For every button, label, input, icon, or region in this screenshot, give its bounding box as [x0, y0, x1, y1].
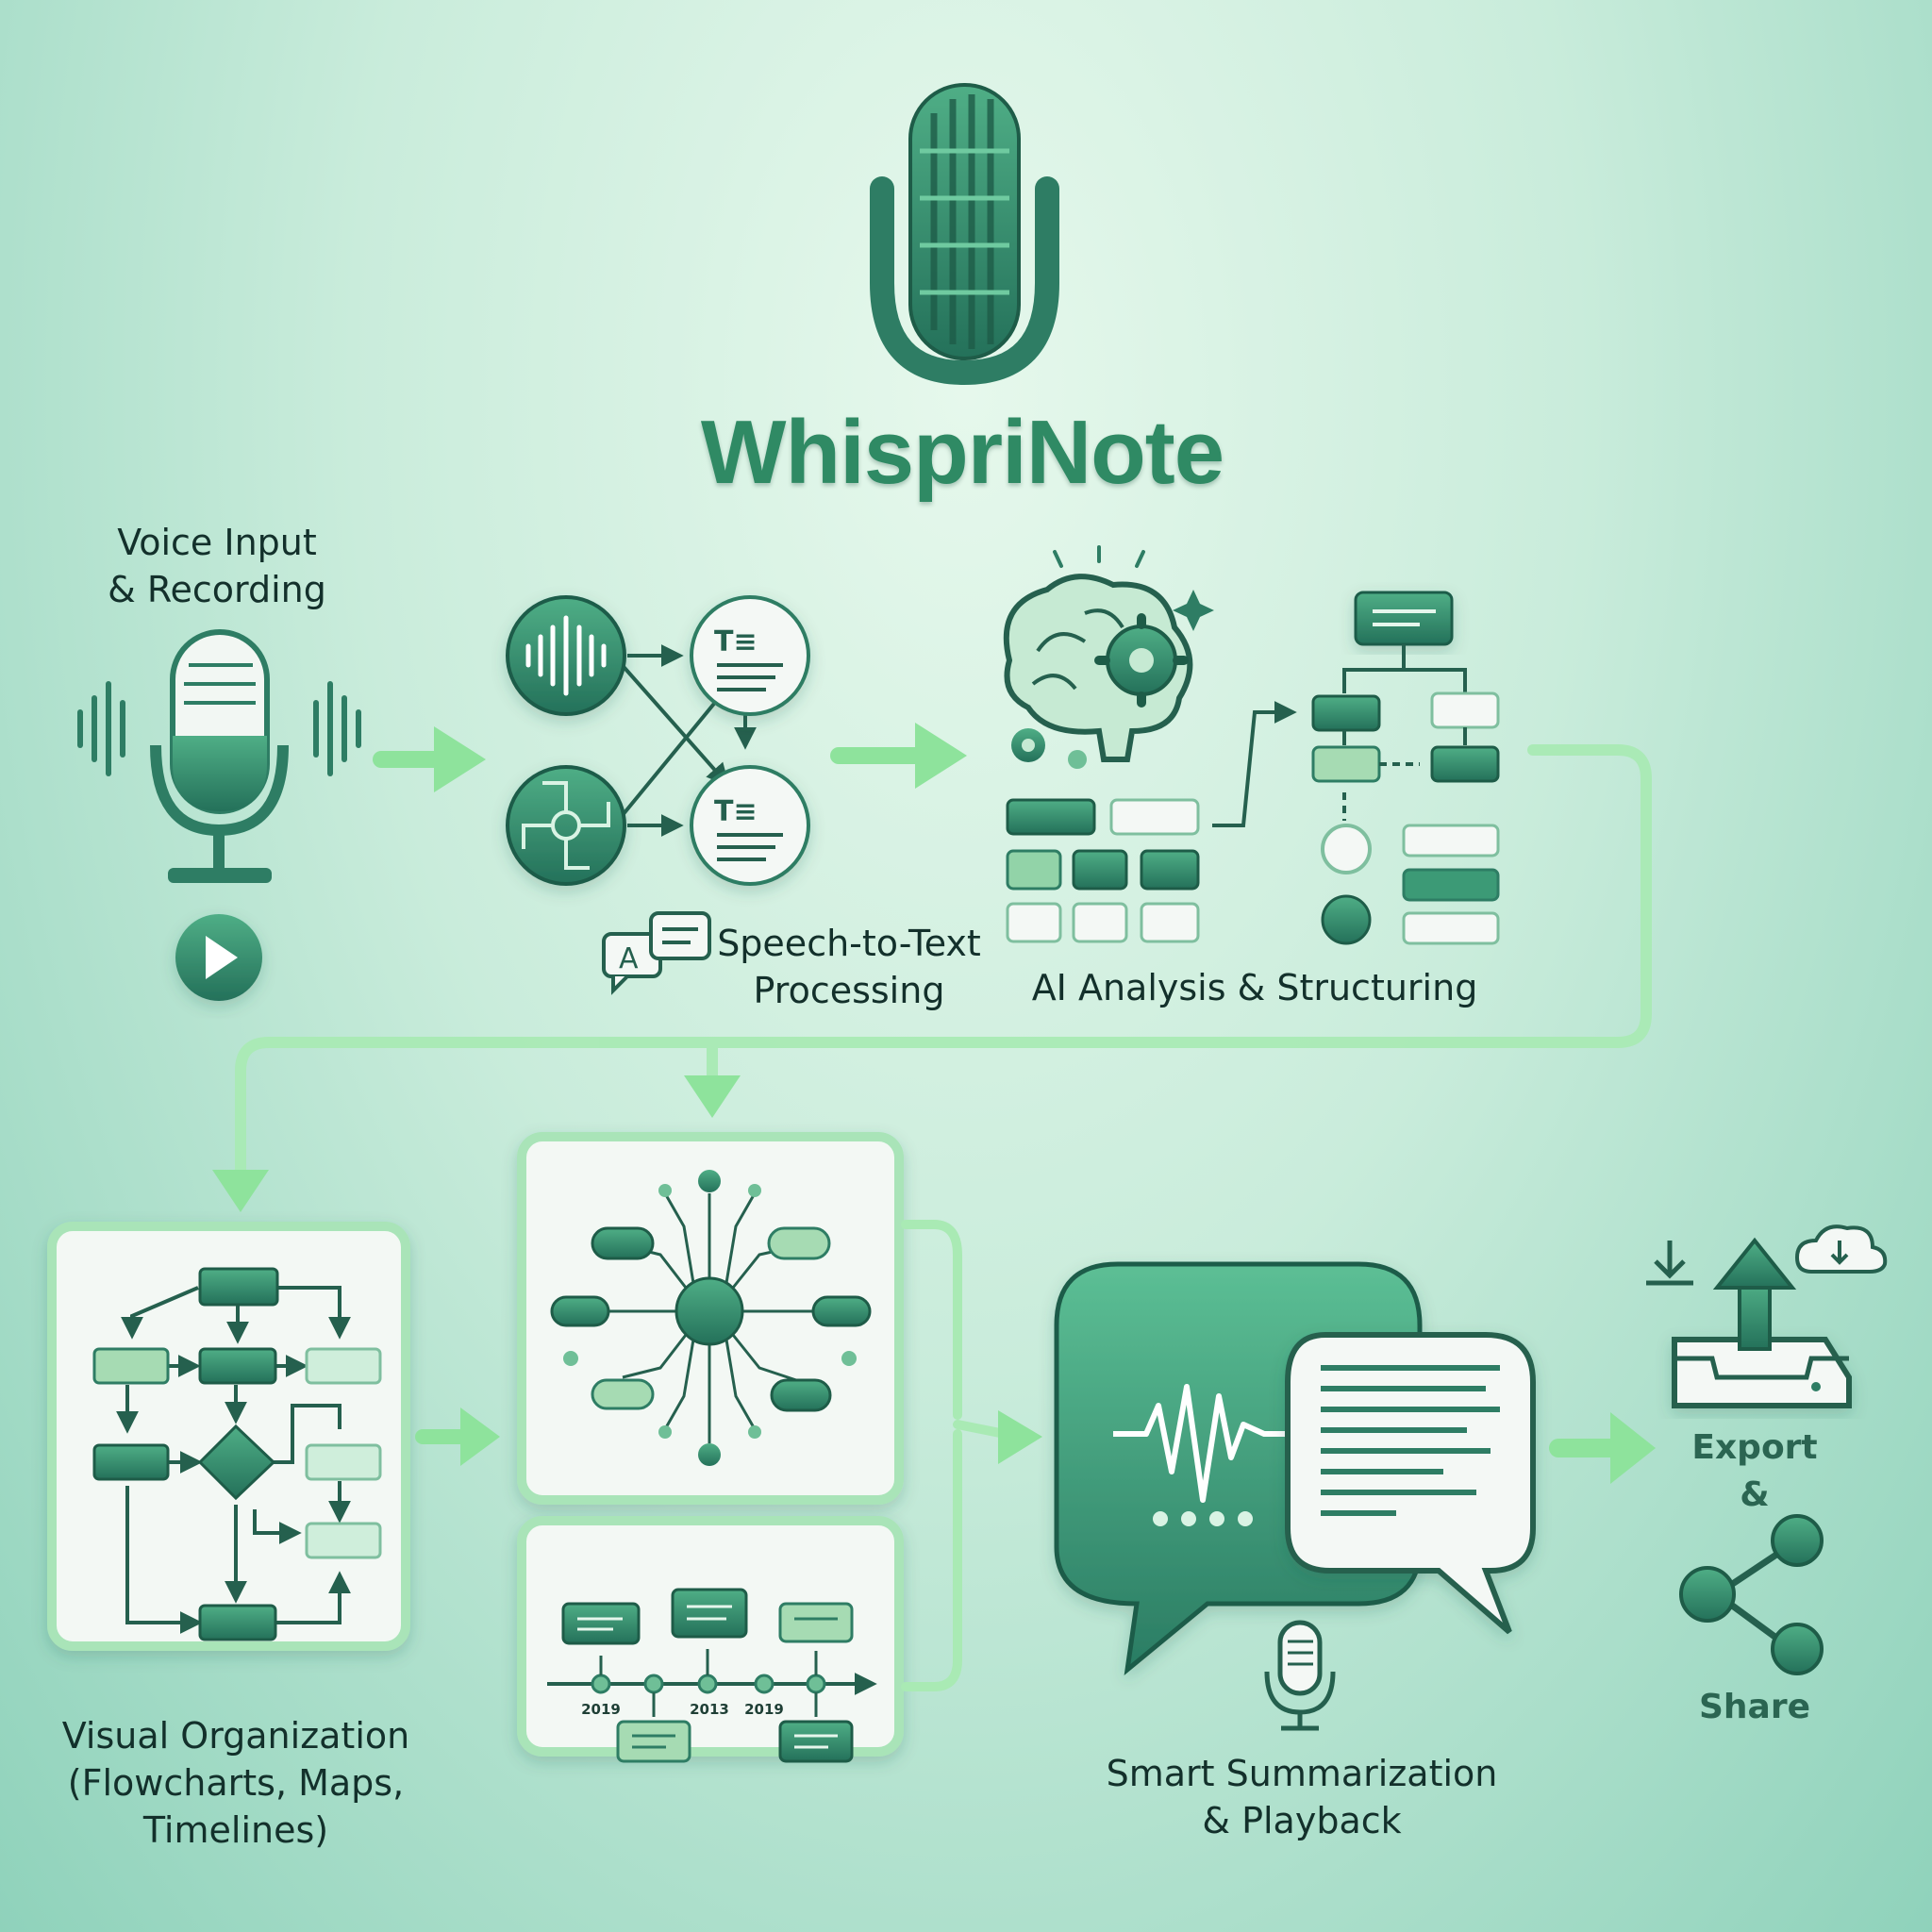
- doc-glyph: T≡: [714, 795, 758, 828]
- voice-label-line2: & Recording: [108, 569, 326, 610]
- share-label-text: Share: [1698, 1688, 1811, 1726]
- visual-step-label: Visual Organization (Flowcharts, Maps, T…: [38, 1712, 434, 1854]
- arrow-summary-to-export: [1549, 1412, 1656, 1484]
- badge-letter: A: [619, 942, 639, 975]
- arrow-stt-to-ai: [830, 723, 967, 789]
- ai-step-label: AI Analysis & Structuring: [1009, 964, 1500, 1011]
- visual-label-line1: Visual Organization: [61, 1715, 410, 1757]
- share-label: Share: [1665, 1684, 1844, 1731]
- connector-visuals-to-summary: [901, 1220, 1009, 1691]
- ai-label: AI Analysis & Structuring: [1031, 967, 1478, 1008]
- summary-label-line1: Smart Summarization: [1106, 1753, 1498, 1794]
- data-blocks-grid: [1006, 798, 1200, 943]
- stt-step-label: Speech-to-Text Processing: [698, 920, 1000, 1014]
- stt-label-line2: Processing: [753, 970, 945, 1011]
- circuit-circle-icon: [506, 765, 626, 886]
- timeline-year: 2019: [744, 1701, 784, 1718]
- play-button-icon[interactable]: [175, 914, 262, 1001]
- arrow-down-mindmap: [684, 1075, 741, 1118]
- playback-microphone-icon: [1264, 1620, 1336, 1731]
- timeline-year: 2013: [690, 1701, 729, 1718]
- stt-network-diagram: T≡ T≡: [506, 595, 810, 886]
- brand-title: WhispriNote: [700, 402, 1224, 503]
- download-icon[interactable]: [1646, 1241, 1693, 1286]
- arrow-flow-to-mindmap: [415, 1407, 500, 1466]
- cloud-download-icon[interactable]: [1794, 1224, 1888, 1274]
- share-icon[interactable]: [1679, 1514, 1824, 1675]
- timeline-panel: 2019 2013 2019: [517, 1516, 904, 1763]
- mindmap-panel: [517, 1132, 904, 1505]
- text-chat-bubble-icon: [1285, 1332, 1536, 1635]
- voice-label-line1: Voice Input: [117, 522, 317, 563]
- export-label: Export &: [1665, 1424, 1844, 1519]
- brain-gear-icon: [1003, 545, 1214, 769]
- chat-translate-icon: A: [602, 911, 711, 995]
- voice-step-label: Voice Input & Recording: [57, 519, 377, 613]
- voice-microphone-icon: [77, 629, 361, 883]
- document-circle-icon: T≡: [690, 765, 810, 886]
- summary-label-line2: & Playback: [1202, 1800, 1402, 1841]
- export-tray-icon[interactable]: [1672, 1237, 1852, 1408]
- arrow-down-visual: [212, 1170, 269, 1212]
- stt-label-line1: Speech-to-Text: [717, 923, 981, 964]
- document-circle-icon: T≡: [690, 595, 810, 716]
- soundwave-circle-icon: [506, 595, 626, 716]
- visual-label-line3: Timelines): [142, 1809, 329, 1851]
- arrow-voice-to-stt: [373, 726, 486, 792]
- arrow-to-summary: [998, 1410, 1042, 1464]
- export-label-line1: Export: [1691, 1428, 1818, 1467]
- export-label-line2: &: [1740, 1475, 1770, 1514]
- doc-glyph: T≡: [714, 625, 758, 658]
- structure-tree-diagram: [1212, 591, 1500, 945]
- visual-label-line2: (Flowcharts, Maps,: [67, 1762, 405, 1804]
- flowchart-panel: [47, 1222, 410, 1651]
- logo-microphone-icon: [870, 83, 1059, 386]
- summary-step-label: Smart Summarization & Playback: [1075, 1750, 1528, 1844]
- timeline-year: 2019: [581, 1701, 621, 1718]
